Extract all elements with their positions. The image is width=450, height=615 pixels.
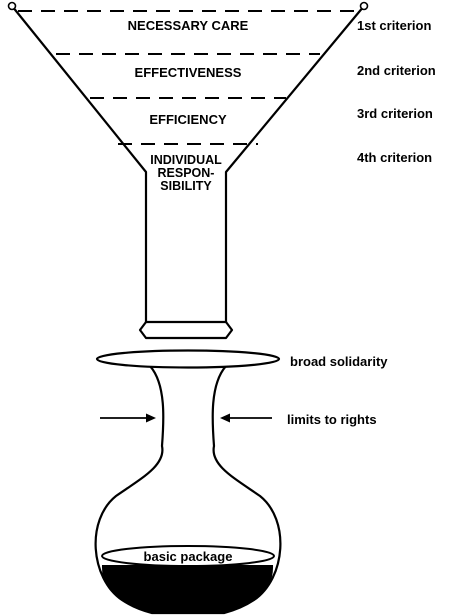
flask-contents xyxy=(101,565,274,613)
flask-liquid-surface xyxy=(101,545,275,567)
level-4-label-line-3: SIBILITY xyxy=(160,179,212,193)
flask-rim xyxy=(95,349,281,369)
level-2-label: EFFECTIVENESS xyxy=(135,65,242,80)
level-4-label-line-1: INDIVIDUAL xyxy=(150,153,222,167)
left-neck-arrow xyxy=(100,413,156,423)
level-1-label: NECESSARY CARE xyxy=(128,18,249,33)
flask-body xyxy=(94,364,282,615)
funnel-outline xyxy=(10,4,366,324)
level-3-label: EFFICIENCY xyxy=(149,112,227,127)
funnel-left-rim-dot xyxy=(7,1,17,11)
funnel-nozzle xyxy=(138,320,234,340)
broad-solidarity-label: broad solidarity xyxy=(290,354,388,369)
criterion-3: 3rd criterion xyxy=(357,106,433,121)
funnel: NECESSARY CARE EFFECTIVENESS EFFICIENCY … xyxy=(7,1,369,340)
funnel-right-rim-dot xyxy=(359,1,369,11)
criteria-labels: 1st criterion 2nd criterion 3rd criterio… xyxy=(357,18,436,165)
criterion-2: 2nd criterion xyxy=(357,63,436,78)
right-neck-arrow xyxy=(220,413,272,423)
basic-package-label: basic package xyxy=(144,549,233,564)
criterion-4: 4th criterion xyxy=(357,150,432,165)
level-4-label-line-2: RESPON- xyxy=(158,166,215,180)
criterion-1: 1st criterion xyxy=(357,18,431,33)
flask: basic package xyxy=(94,349,282,615)
limits-to-rights-label: limits to rights xyxy=(287,412,377,427)
